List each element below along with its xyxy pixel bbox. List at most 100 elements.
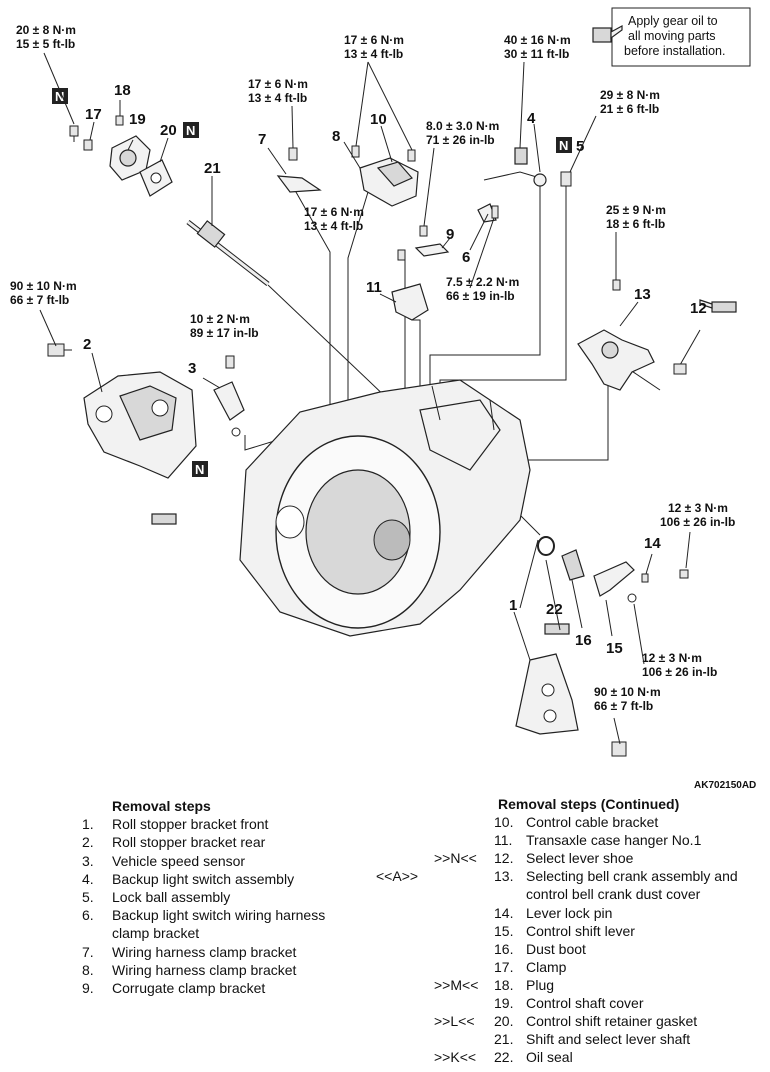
- backup-light-switch: [477, 147, 547, 223]
- callout-16: 16: [575, 632, 592, 649]
- callout-5: 5: [576, 138, 584, 155]
- step-row: 16.Dust boot: [494, 940, 586, 957]
- figure-code: AK702150AD: [694, 780, 756, 790]
- torque-10a-ft: 13 ± 4 ft-lb: [344, 47, 403, 61]
- step-row: 5.Lock ball assembly: [82, 889, 231, 906]
- note-line-2: all moving parts: [628, 29, 716, 43]
- clamp-bracket-7: [276, 147, 322, 193]
- callout-11: 11: [366, 279, 382, 296]
- step-row: 4.Backup light switch assembly: [82, 870, 295, 887]
- callout-2: 2: [83, 336, 91, 353]
- step-row: 1.Roll stopper bracket front: [82, 816, 269, 833]
- callout-15: 15: [606, 640, 623, 657]
- torque-15-ft: 106 ± 26 in-lb: [642, 665, 717, 679]
- torque-3-ft: 89 ± 17 in-lb: [190, 326, 259, 340]
- callout-4: 4: [527, 110, 536, 127]
- callout-12: 12: [690, 300, 707, 317]
- callout-20: 20: [160, 122, 177, 139]
- dust-boot-16: [561, 549, 585, 581]
- step-row: 11.Transaxle case hanger No.1: [494, 832, 702, 849]
- note-line-3: before installation.: [624, 44, 725, 58]
- torque-7-nm: 17 ± 6 N·m: [248, 77, 308, 91]
- callout-8: 8: [332, 128, 340, 145]
- step-row: 19.Control shaft cover: [494, 995, 644, 1012]
- step-row: 15.Control shift lever: [494, 922, 635, 939]
- torque-labels: 20 ± 8 N·m 15 ± 5 ft-lb 17 ± 6 N·m 13 ± …: [10, 23, 735, 713]
- removal-steps-continued-title: Removal steps (Continued): [498, 796, 680, 812]
- torque-5-nm: 29 ± 8 N·m: [600, 88, 660, 102]
- callout-numbers: 1 2 3 4 5 6 7 8 9 10 11 12 13 14 15 16 1…: [83, 82, 707, 657]
- torque-6-nm: 7.5 ± 2.2 N·m: [446, 275, 519, 289]
- callout-1: 1: [509, 597, 517, 614]
- torque-2-ft: 66 ± 7 ft-lb: [10, 293, 69, 307]
- n-marker-20: N: [186, 123, 195, 138]
- step-row: 7.Wiring harness clamp bracket: [82, 943, 297, 960]
- n-marker-17: N: [55, 89, 64, 104]
- step-row: 21.Shift and select lever shaft: [494, 1031, 691, 1048]
- oil-can-icon: [544, 623, 570, 635]
- callout-17: 17: [85, 106, 102, 123]
- torque-9-ft: 71 ± 26 in-lb: [426, 133, 495, 147]
- roll-stopper-front: [515, 653, 627, 757]
- torque-4-ft: 30 ± 11 ft-lb: [504, 47, 569, 61]
- step-row: 2.Roll stopper bracket rear: [82, 834, 266, 851]
- torque-2-nm: 90 ± 10 N·m: [10, 279, 77, 293]
- torque-5-ft: 21 ± 6 ft-lb: [600, 102, 659, 116]
- torque-6-ft: 66 ± 19 in-lb: [446, 289, 515, 303]
- lock-ball: [560, 171, 572, 187]
- roll-stopper-rear: [47, 343, 197, 479]
- removal-steps-left: Removal steps 1.Roll stopper bracket fro…: [82, 797, 382, 997]
- n-markers: N N N N: [52, 88, 572, 477]
- torque-1-nm: 90 ± 10 N·m: [594, 685, 661, 699]
- step-row-cont: control bell crank dust cover: [526, 886, 701, 903]
- removal-steps-title: Removal steps: [112, 798, 211, 814]
- step-row: <<A>>13.Selecting bell crank assembly an…: [376, 868, 738, 885]
- torque-10b-ft: 13 ± 4 ft-lb: [304, 219, 363, 233]
- torque-13-ft: 18 ± 6 ft-lb: [606, 217, 665, 231]
- exploded-view-diagram: Apply gear oil to all moving parts befor…: [10, 7, 756, 790]
- oil-seal-22: [537, 536, 555, 556]
- step-row: >>K<<22.Oil seal: [434, 1049, 573, 1066]
- control-shaft-cover-group: [69, 115, 173, 197]
- step-row: 14.Lever lock pin: [494, 904, 613, 921]
- step-row-cont: clamp bracket: [112, 925, 200, 942]
- callout-6: 6: [462, 249, 470, 266]
- torque-17-nm: 20 ± 8 N·m: [16, 23, 76, 37]
- step-row: 6.Backup light switch wiring harness: [82, 907, 326, 924]
- torque-9-nm: 8.0 ± 3.0 N·m: [426, 119, 499, 133]
- callout-13: 13: [634, 286, 651, 303]
- callout-10: 10: [370, 111, 387, 128]
- callout-22: 22: [546, 601, 563, 618]
- transaxle-case: [239, 379, 531, 637]
- callout-19: 19: [129, 111, 146, 128]
- callout-leaders: [39, 52, 691, 745]
- control-shift-lever-15: [593, 561, 689, 603]
- torque-3-nm: 10 ± 2 N·m: [190, 312, 250, 326]
- n-marker-22: N: [195, 462, 204, 477]
- gear-oil-note: Apply gear oil to all moving parts befor…: [592, 7, 751, 67]
- torque-17-ft: 15 ± 5 ft-lb: [16, 37, 75, 51]
- case-hanger-11: [391, 283, 429, 321]
- torque-1-ft: 66 ± 7 ft-lb: [594, 699, 653, 713]
- torque-14-ft: 106 ± 26 in-lb: [660, 515, 735, 529]
- step-row: 3.Vehicle speed sensor: [82, 852, 246, 869]
- callout-14: 14: [644, 535, 661, 552]
- n-marker-5: N: [559, 138, 568, 153]
- step-row: 8.Wiring harness clamp bracket: [82, 961, 297, 978]
- oil-can-icon: [592, 24, 623, 43]
- torque-4-nm: 40 ± 16 N·m: [504, 33, 571, 47]
- step-row: 9.Corrugate clamp bracket: [82, 980, 266, 997]
- step-row: >>M<<18.Plug: [434, 976, 555, 993]
- step-row: >>N<<12.Select lever shoe: [434, 850, 634, 867]
- callout-7: 7: [258, 131, 266, 148]
- speed-sensor-3: [213, 355, 245, 437]
- oil-can-icons: [151, 299, 737, 635]
- oil-can-icon: [699, 299, 737, 313]
- torque-15-nm: 12 ± 3 N·m: [642, 651, 702, 665]
- callout-21: 21: [204, 160, 221, 177]
- cable-bracket-group: [351, 145, 419, 207]
- torque-13-nm: 25 ± 9 N·m: [606, 203, 666, 217]
- torque-14-nm: 12 ± 3 N·m: [668, 501, 728, 515]
- step-row: >>L<<20.Control shift retainer gasket: [434, 1013, 698, 1030]
- step-row: 17.Clamp: [494, 958, 567, 975]
